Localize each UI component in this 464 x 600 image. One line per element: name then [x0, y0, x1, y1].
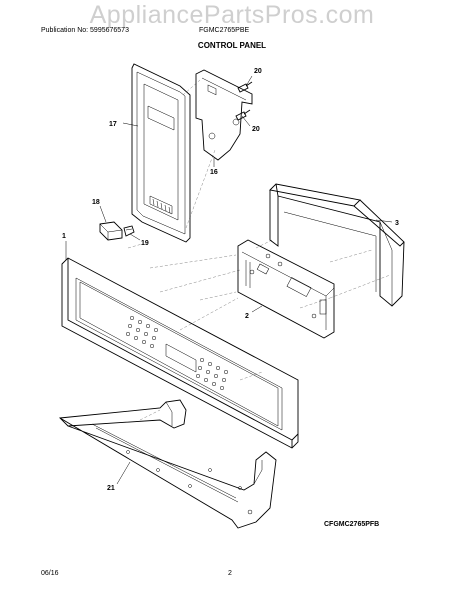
part-21-mounting-bracket [59, 399, 277, 529]
figure-code: CFGMC2765PFB [324, 521, 380, 528]
part-16-control-bracket [195, 69, 253, 161]
publication-number: Publication No: 5995676573 [41, 27, 129, 34]
callout-1: 1 [62, 233, 66, 240]
callout-21: 21 [107, 485, 115, 492]
left-keypad [125, 315, 159, 349]
footer-date: 06/16 [41, 570, 59, 577]
callout-19: 19 [141, 240, 149, 247]
callout-18: 18 [92, 199, 100, 206]
right-keypad [195, 357, 229, 391]
page-number: 2 [228, 570, 232, 577]
part-17-bezel-housing [131, 63, 191, 243]
callout-20-bottom: 20 [252, 126, 260, 133]
callout-labels: 20 17 20 16 3 18 19 1 2 21 [62, 68, 399, 492]
assembly-guide-lines [127, 79, 391, 421]
callout-2: 2 [245, 313, 249, 320]
part-18-button-cap [99, 221, 123, 241]
part-3-trim-frame [269, 183, 405, 307]
part-1-control-panel [61, 257, 299, 449]
model-number: FGMC2765PBE [199, 27, 250, 34]
callout-3: 3 [395, 220, 399, 227]
part-19-clip [123, 225, 135, 237]
callout-17: 17 [109, 121, 117, 128]
part-2-control-board [237, 239, 335, 339]
callout-16: 16 [210, 169, 218, 176]
diagram-title: CONTROL PANEL [197, 41, 267, 50]
callout-leaders [65, 75, 393, 485]
part-20-screws [235, 81, 253, 121]
watermark: AppliancePartsPros.com [89, 1, 375, 29]
callout-20-top: 20 [254, 68, 262, 75]
